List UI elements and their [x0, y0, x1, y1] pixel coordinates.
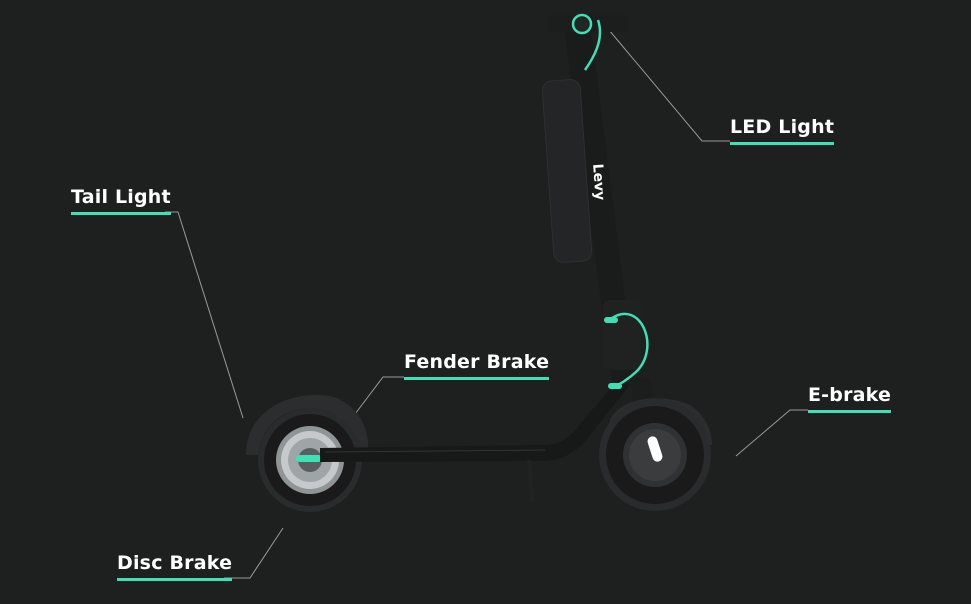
kickstand	[527, 460, 535, 502]
leader-line-e-brake	[735, 409, 808, 457]
front-wheel	[599, 398, 712, 511]
underline-led-light	[730, 142, 835, 145]
deck	[320, 378, 630, 462]
brake-cable	[583, 19, 602, 71]
leader-line-fender-brake	[351, 376, 404, 419]
label-tail-light: Tail Light	[71, 186, 171, 208]
leader-line-tail-light	[165, 211, 244, 419]
battery-pack	[541, 79, 593, 263]
callout-fender-brake: Fender Brake	[404, 351, 550, 380]
callout-led-light: LED Light	[730, 116, 835, 145]
underline-fender-brake	[404, 377, 550, 380]
underline-e-brake	[808, 410, 892, 413]
underline-tail-light	[71, 212, 171, 215]
rear-wheel	[246, 394, 369, 512]
label-fender-brake: Fender Brake	[404, 351, 550, 373]
leader-line-led-light	[608, 29, 730, 142]
callout-e-brake: E-brake	[808, 384, 892, 413]
label-disc-brake: Disc Brake	[117, 552, 233, 574]
label-led-light: LED Light	[730, 116, 835, 138]
label-e-brake: E-brake	[808, 384, 892, 406]
callout-disc-brake: Disc Brake	[117, 552, 233, 581]
brand-logo: Levy	[589, 163, 608, 201]
underline-disc-brake	[117, 578, 233, 581]
callout-tail-light: Tail Light	[71, 186, 171, 215]
leader-line-disc-brake	[224, 527, 284, 579]
